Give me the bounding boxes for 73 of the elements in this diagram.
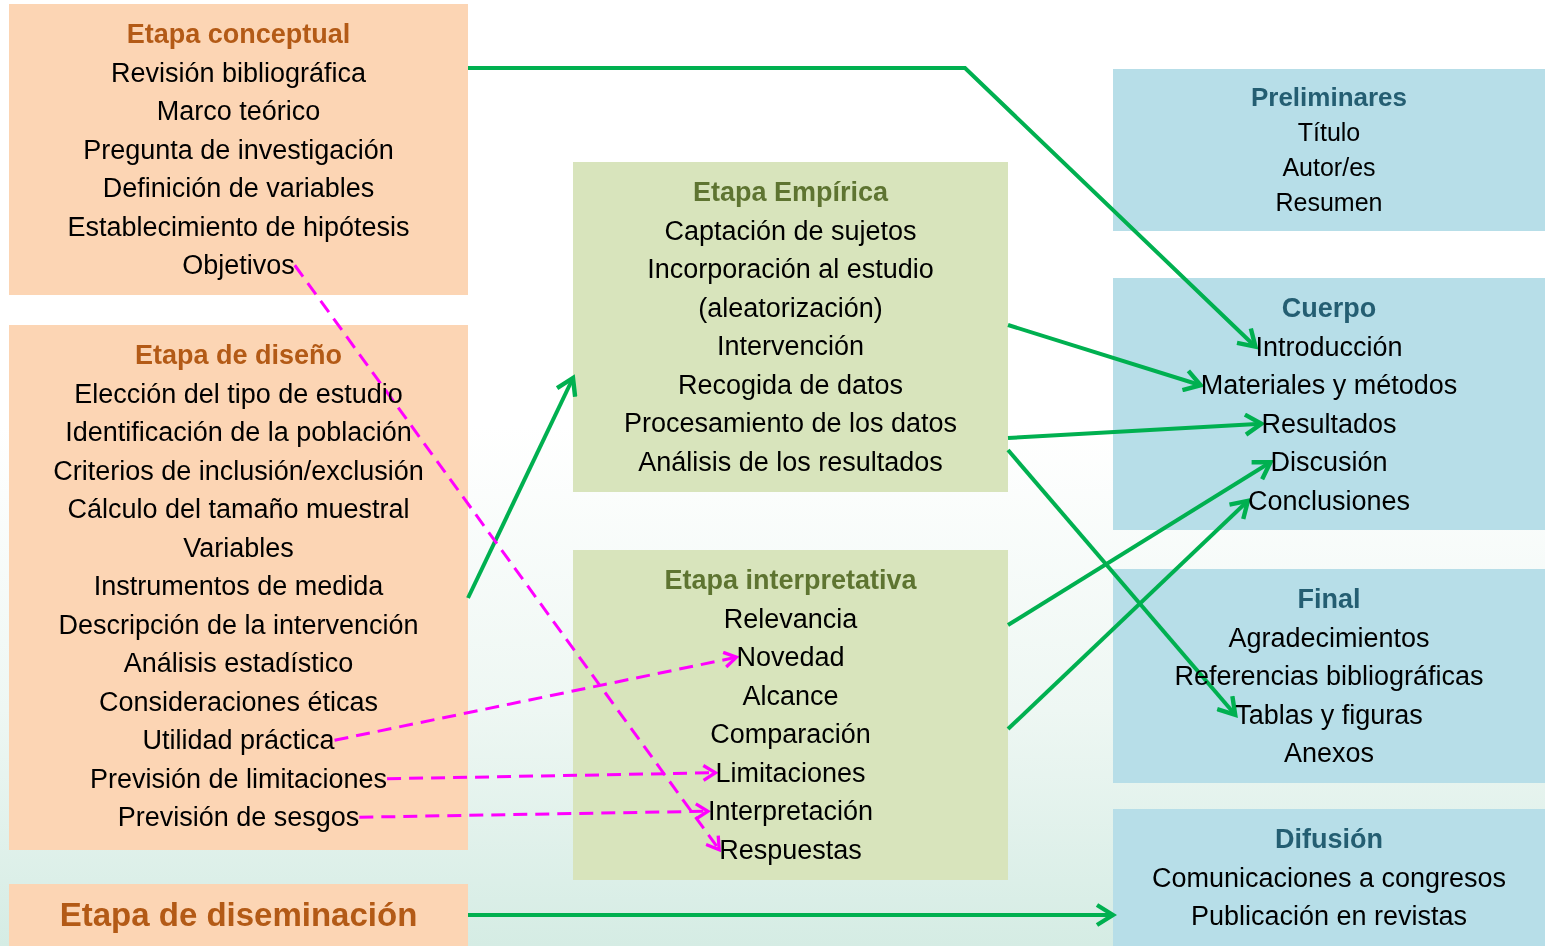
list-item: Análisis estadístico (123, 644, 354, 683)
list-item: Marco teórico (156, 92, 321, 131)
list-item: Publicación en revistas (1190, 897, 1468, 936)
list-item: Relevancia (723, 599, 858, 638)
box-heading: Etapa interpretativa (664, 564, 917, 597)
list-item: Descripción de la intervención (58, 605, 419, 644)
list-item: Consideraciones éticas (98, 682, 379, 721)
arrow (359, 802, 710, 821)
arrow (334, 650, 739, 742)
box-heading: Preliminares (1250, 81, 1408, 114)
list-item: Anexos (1283, 734, 1375, 773)
list-item: Respuestas (719, 830, 862, 869)
list-item: Utilidad práctica (142, 721, 335, 760)
arrow (1006, 448, 1238, 717)
arrow (1007, 323, 1203, 393)
list-item: Introducción (1255, 327, 1403, 366)
arrow (293, 264, 721, 852)
list-item: Previsión de limitaciones (89, 759, 388, 798)
list-item: Agradecimientos (1228, 618, 1430, 657)
arrow (468, 66, 1258, 349)
list-item: Discusión (1270, 443, 1388, 482)
list-item: Incorporación al estudio (aleatorización) (640, 250, 941, 327)
list-item: Previsión de sesgos (117, 798, 360, 837)
list-item: Definición de variables (102, 169, 375, 208)
list-item: Captación de sujetos (664, 211, 917, 250)
list-item: Comparación (710, 715, 871, 754)
arrow (1007, 412, 1264, 440)
arrow (1006, 460, 1273, 627)
section-box (1113, 69, 1545, 231)
list-item: Variables (183, 528, 294, 567)
list-item: Criterios de inclusión/exclusión (53, 451, 424, 490)
section-box (1113, 278, 1545, 530)
box-heading: Etapa Empírica (692, 176, 889, 209)
list-item: Interpretación (707, 792, 874, 831)
box-heading: Final (1297, 583, 1361, 616)
list-item: Recogida de datos (677, 365, 904, 404)
list-item: Comunicaciones a congresos (1151, 858, 1507, 897)
stage-box (9, 325, 468, 850)
list-item: Revisión bibliográfica (110, 53, 367, 92)
stage-box (9, 4, 468, 295)
stage-box (573, 162, 1008, 492)
box-heading: Etapa conceptual (126, 18, 351, 51)
box-heading: Difusión (1275, 823, 1383, 856)
list-item: Título (1297, 115, 1361, 150)
stage-box (9, 884, 468, 946)
list-item: Alcance (742, 676, 839, 715)
box-heading: Cuerpo (1281, 292, 1377, 325)
list-item: Cálculo del tamaño muestral (67, 490, 410, 529)
arrow (1006, 498, 1251, 731)
list-item: Tablas y figuras (1235, 695, 1423, 734)
arrow (387, 763, 718, 783)
section-box (1113, 809, 1545, 946)
list-item: Resultados (1261, 404, 1397, 443)
box-heading: Etapa de diseminación (59, 895, 418, 935)
section-box (1113, 569, 1545, 783)
list-item: Establecimiento de hipótesis (67, 207, 410, 246)
list-item: Pregunta de investigación (83, 130, 394, 169)
list-item: Objetivos (182, 246, 295, 285)
box-heading: Etapa de diseño (134, 339, 343, 372)
list-item: Resumen (1275, 185, 1383, 220)
list-item: Procesamiento de los datos (623, 404, 958, 443)
list-item: Materiales y métodos (1200, 366, 1458, 405)
list-item: Novedad (736, 638, 845, 677)
list-item: Intervención (716, 327, 865, 366)
list-item: Identificación de la población (65, 413, 412, 452)
list-item: Limitaciones (715, 753, 866, 792)
list-item: Autor/es (1282, 150, 1376, 185)
stage-box (573, 550, 1008, 880)
list-item: Conclusiones (1247, 481, 1411, 520)
list-item: Análisis de los resultados (638, 442, 943, 481)
arrow (468, 902, 1116, 928)
list-item: Instrumentos de medida (93, 567, 384, 606)
arrow (466, 375, 578, 599)
